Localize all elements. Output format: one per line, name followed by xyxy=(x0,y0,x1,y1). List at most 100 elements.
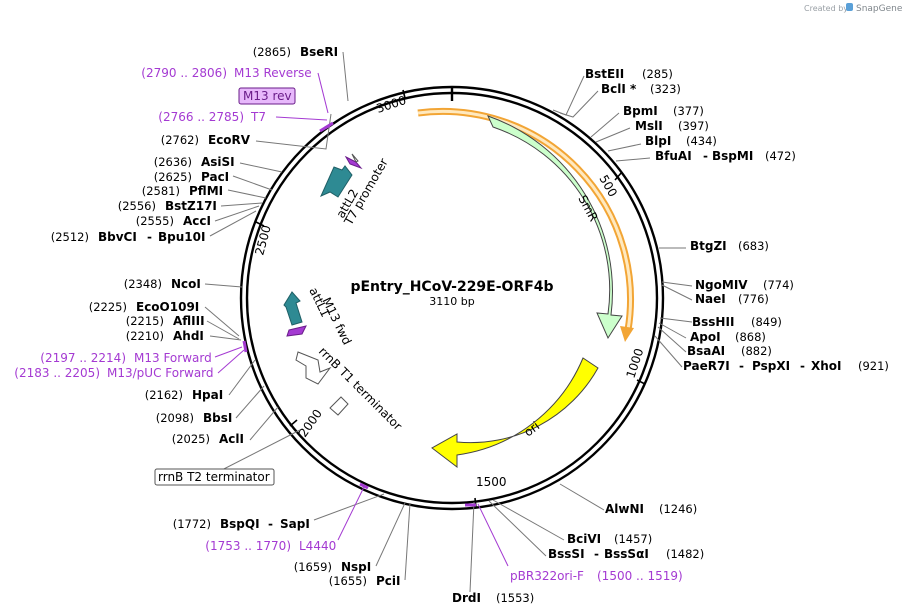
enzyme-ecoo109i[interactable]: (2225) EcoO109I xyxy=(89,300,200,314)
svg-text:MslI: MslI xyxy=(635,119,663,133)
plasmid-size: 3110 bp xyxy=(429,295,474,308)
svg-text:pBR322ori-F: pBR322ori-F xyxy=(510,569,584,583)
enzyme-bseri[interactable]: (2865) BseRI xyxy=(253,45,338,59)
enzyme-bsssi-bsssai[interactable]: BssSI - BssSαI (1482) xyxy=(548,547,704,561)
enzyme-bstz17i[interactable]: (2556) BstZ17I xyxy=(118,199,217,213)
svg-text:M13/pUC Forward: M13/pUC Forward xyxy=(107,366,214,380)
enzyme-alwni[interactable]: AlwNI (1246) xyxy=(605,502,697,516)
attl1-feature[interactable] xyxy=(283,291,303,326)
svg-text:PspXI: PspXI xyxy=(752,359,790,373)
svg-text:(1500 .. 1519): (1500 .. 1519) xyxy=(597,569,683,583)
enzyme-bpmi[interactable]: BpmI (377) xyxy=(623,104,704,118)
primer-marks xyxy=(242,121,476,507)
svg-text:(434): (434) xyxy=(686,134,717,148)
svg-text:(1655): (1655) xyxy=(329,574,367,588)
orf-feature[interactable] xyxy=(417,107,634,342)
svg-text:(1246): (1246) xyxy=(659,502,697,516)
svg-text:(1772): (1772) xyxy=(173,517,211,531)
svg-text:(2183 .. 2205): (2183 .. 2205) xyxy=(14,366,100,380)
enzyme-apoi[interactable]: ApoI (868) xyxy=(690,330,766,344)
svg-text:NaeI: NaeI xyxy=(695,292,726,306)
svg-text:(882): (882) xyxy=(741,344,772,358)
svg-text:(2581): (2581) xyxy=(142,184,180,198)
svg-text:NspI: NspI xyxy=(341,560,371,574)
svg-text:(776): (776) xyxy=(738,292,769,306)
ori-feature[interactable] xyxy=(431,357,599,469)
rrnb-t1-arrow[interactable] xyxy=(295,351,332,385)
svg-text:(2025): (2025) xyxy=(172,432,210,446)
enzyme-drdi[interactable]: DrdI (1553) xyxy=(452,591,534,605)
svg-text:BsaAI: BsaAI xyxy=(687,344,725,358)
enzyme-paer7i-pspxi-xhoi[interactable]: PaeR7I - PspXI - XhoI (921) xyxy=(683,359,889,373)
primer-m13-reverse[interactable]: (2790 .. 2806) M13 Reverse xyxy=(141,66,311,80)
svg-text:(2215): (2215) xyxy=(126,314,164,328)
svg-text:(2197 .. 2214): (2197 .. 2214) xyxy=(40,351,126,365)
primer-m13-forward[interactable]: (2197 .. 2214) M13 Forward xyxy=(40,351,211,365)
primer-m13-rev-box[interactable]: M13 rev xyxy=(238,87,296,105)
enzyme-bsaai[interactable]: BsaAI (882) xyxy=(687,344,772,358)
enzyme-bfuai-bspmi[interactable]: BfuAI - BspMI (472) xyxy=(655,149,796,163)
enzyme-bbsi[interactable]: (2098) BbsI xyxy=(156,411,233,425)
svg-text:BstEII: BstEII xyxy=(585,67,624,81)
enzyme-bsteii[interactable]: BstEII (285) xyxy=(585,67,673,81)
svg-text:BspQI: BspQI xyxy=(220,517,260,531)
m13-fwd-arrow[interactable] xyxy=(286,325,307,337)
primer-m13-puc-forward[interactable]: (2183 .. 2205) M13/pUC Forward xyxy=(14,366,213,380)
svg-text:Bpu10I: Bpu10I xyxy=(158,230,205,244)
credit-brand: SnapGene xyxy=(856,4,902,14)
svg-text:AsiSI: AsiSI xyxy=(201,155,235,169)
svg-text:AccI: AccI xyxy=(183,214,211,228)
enzyme-pcii[interactable]: (1655) PciI xyxy=(329,574,401,588)
svg-text:(868): (868) xyxy=(735,330,766,344)
svg-text:(1753 .. 1770): (1753 .. 1770) xyxy=(205,539,291,553)
svg-text:AhdI: AhdI xyxy=(173,329,204,343)
enzyme-btgzi[interactable]: BtgZI (683) xyxy=(690,239,769,253)
svg-text:BtgZI: BtgZI xyxy=(690,239,727,253)
enzyme-pflmi[interactable]: (2581) PflMI xyxy=(142,184,223,198)
svg-text:M13 Reverse: M13 Reverse xyxy=(234,66,312,80)
enzyme-blpi[interactable]: BlpI (434) xyxy=(645,134,717,148)
t7-promoter-arrow xyxy=(351,153,359,163)
enzyme-afliii[interactable]: (2215) AflIII xyxy=(126,314,205,328)
svg-text:(2556): (2556) xyxy=(118,199,156,213)
primer-l4440[interactable]: (1753 .. 1770) L4440 xyxy=(205,539,336,553)
primer-leader-lines xyxy=(214,72,509,567)
enzyme-ecorv[interactable]: (2762) EcoRV xyxy=(161,133,251,147)
enzyme-acci[interactable]: (2555) AccI xyxy=(136,214,211,228)
enzyme-ahdi[interactable]: (2210) AhdI xyxy=(126,329,204,343)
enzyme-paci[interactable]: (2625) PacI xyxy=(154,170,229,184)
svg-text:(2098): (2098) xyxy=(156,411,194,425)
snapgene-credit[interactable]: Created by SnapGene xyxy=(804,3,902,14)
attl2-feature[interactable] xyxy=(320,165,353,198)
enzyme-hpai[interactable]: (2162) HpaI xyxy=(145,388,223,402)
rrnb-t2-box[interactable]: rrnB T2 terminator xyxy=(154,468,275,486)
svg-text:(683): (683) xyxy=(738,239,769,253)
enzyme-bbvci-bpu10i[interactable]: (2512) BbvCI - Bpu10I xyxy=(51,230,206,244)
enzyme-bcli[interactable]: BclI * (323) xyxy=(601,82,681,96)
enzyme-ncoi[interactable]: (2348) NcoI xyxy=(124,277,201,291)
svg-text:(2766 .. 2785): (2766 .. 2785) xyxy=(158,110,244,124)
enzyme-asisi[interactable]: (2636) AsiSI xyxy=(154,155,235,169)
tick-label-2000: 2000 xyxy=(296,407,325,440)
svg-text:NgoMIV: NgoMIV xyxy=(695,278,748,292)
svg-text:(323): (323) xyxy=(650,82,681,96)
enzyme-nspi[interactable]: (1659) NspI xyxy=(294,560,372,574)
smr-feature[interactable] xyxy=(487,115,623,340)
svg-text:NcoI: NcoI xyxy=(171,277,201,291)
svg-text:(849): (849) xyxy=(751,315,782,329)
enzyme-naei[interactable]: NaeI (776) xyxy=(695,292,769,306)
enzyme-bsshii[interactable]: BssHII (849) xyxy=(692,315,782,329)
svg-text:-: - xyxy=(739,359,744,373)
t7-primer-arrow[interactable] xyxy=(344,155,363,170)
svg-text:BbsI: BbsI xyxy=(203,411,232,425)
svg-text:(2555): (2555) xyxy=(136,214,174,228)
enzyme-ngomiv[interactable]: NgoMIV (774) xyxy=(695,278,794,292)
svg-text:DrdI: DrdI xyxy=(452,591,481,605)
primer-t7[interactable]: (2766 .. 2785) T7 xyxy=(158,110,266,124)
svg-text:(397): (397) xyxy=(678,119,709,133)
enzyme-msli[interactable]: MslI (397) xyxy=(635,119,709,133)
enzyme-bspqi-sapi[interactable]: (1772) BspQI - SapI xyxy=(173,517,310,531)
enzyme-bcivi[interactable]: BciVI (1457) xyxy=(567,532,652,546)
primer-pbr322ori-f[interactable]: pBR322ori-F (1500 .. 1519) xyxy=(510,569,683,583)
enzyme-acli[interactable]: (2025) AclI xyxy=(172,432,244,446)
